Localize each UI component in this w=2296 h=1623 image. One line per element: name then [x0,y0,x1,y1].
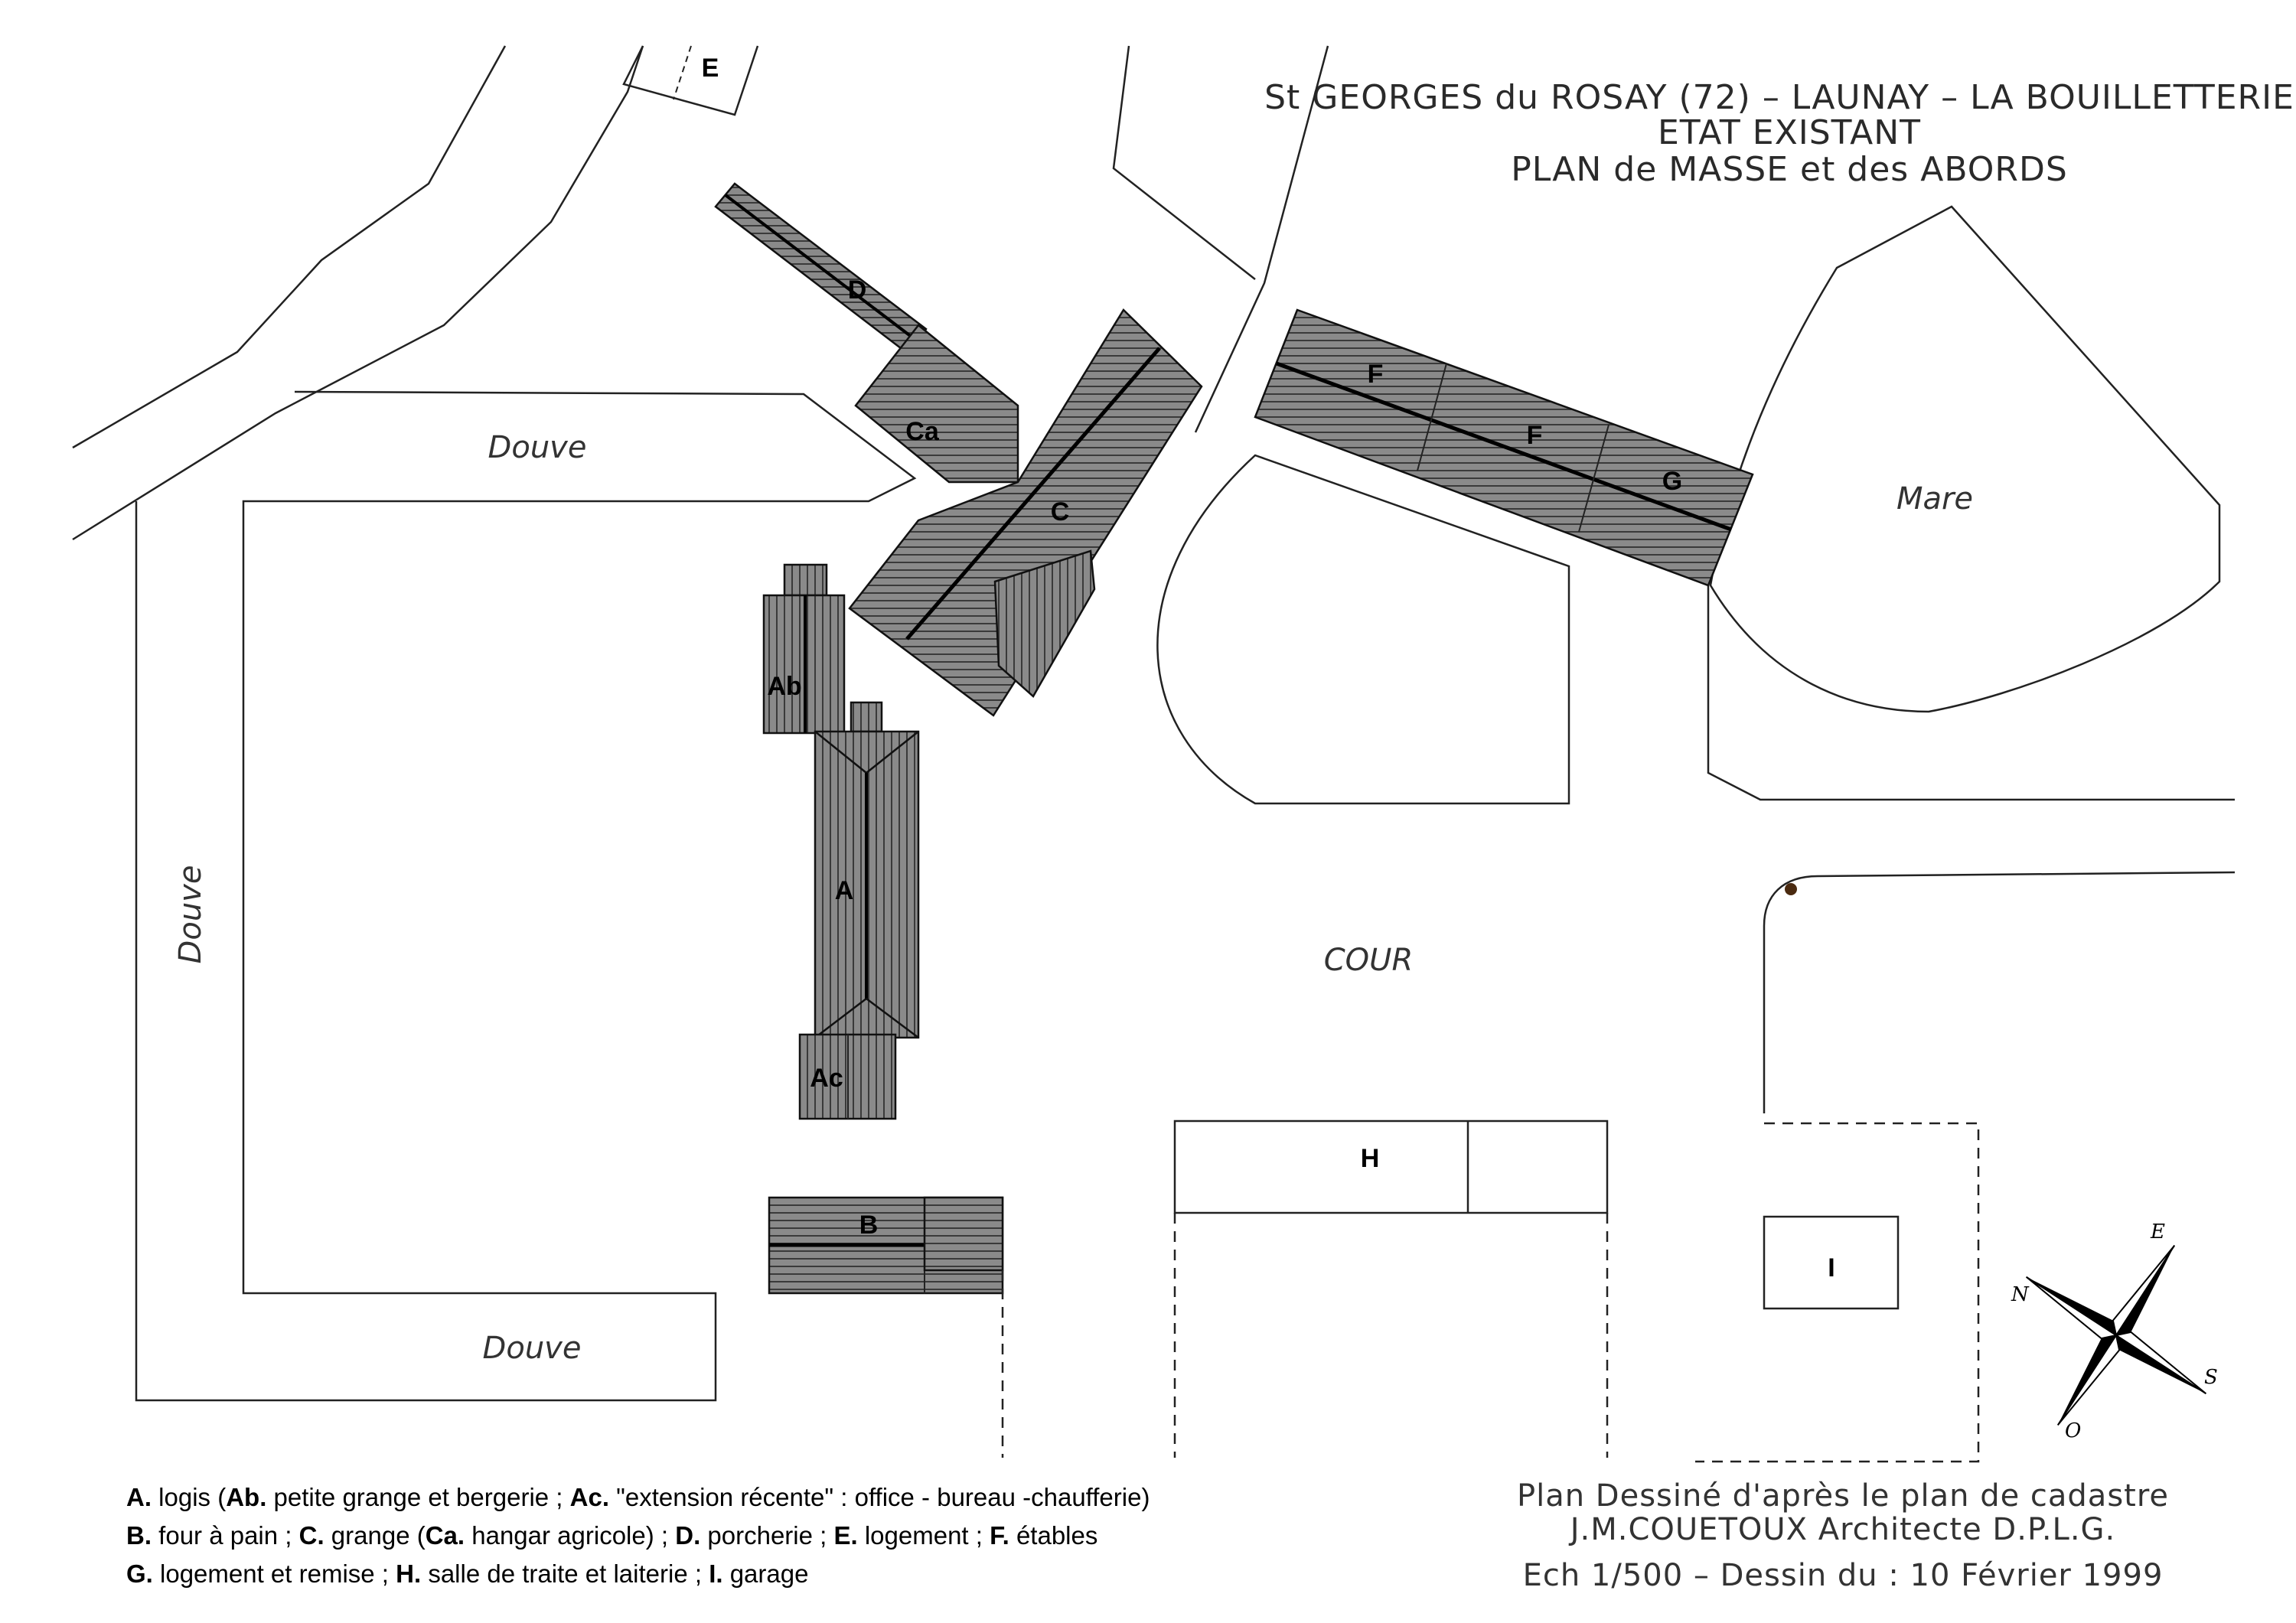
legend-key: D. [675,1521,701,1550]
building-b-label: B [859,1211,879,1240]
building-f2-label: F [1527,421,1543,450]
building-c-label: C [1051,497,1070,526]
building-ab: Ab [762,563,846,735]
road-edges [72,45,644,541]
legend-key: B. [126,1521,152,1550]
compass-e: E [2150,1221,2165,1243]
legend-key: G. [126,1559,153,1588]
north-lane [1112,45,1329,433]
title-block: St GEORGES du ROSAY (72) – LAUNAY – LA B… [1264,78,2294,189]
douve-top-label: Douve [488,430,587,465]
legend-key: C. [298,1521,325,1550]
legend-text: "extension récente" : office - bureau -c… [609,1483,1150,1511]
building-d-label: D [848,275,867,305]
compass-n: N [2011,1283,2030,1306]
title-line-3: PLAN de MASSE et des ABORDS [1511,150,2068,189]
compass-s: S [2204,1366,2218,1389]
mare-pond [1709,205,2221,713]
legend-text: porcherie ; [700,1521,834,1550]
building-a-label: A [835,876,854,905]
building-i-label: I [1828,1253,1835,1282]
building-e: E [622,45,759,116]
mare-label: Mare [1896,481,1973,517]
legend-text: four à pain ; [152,1521,299,1550]
legend-row-1: A. logis (Ab. petite grange et bergerie … [126,1478,1427,1517]
building-i: I [1695,1122,1980,1463]
title-line-2: ETAT EXISTANT [1658,113,1921,152]
building-ac-label: Ac [810,1064,843,1093]
legend-text: garage [722,1559,809,1588]
legend: A. logis (Ab. petite grange et bergerie … [126,1478,1427,1593]
cour-label: COUR [1324,943,1413,978]
legend-text: logis ( [152,1483,227,1511]
credits-block: Plan Dessiné d'après le plan de cadastre… [1517,1478,2169,1593]
tree-marker [1785,883,1797,895]
building-ca-label: Ca [905,417,940,446]
legend-key: I. [709,1559,723,1588]
credit-line-3: Ech 1/500 – Dessin du : 10 Février 1999 [1523,1558,2164,1593]
east-road-edges [1707,585,2236,1113]
building-ab-label: Ab [767,672,801,701]
legend-text: étables [1009,1521,1098,1550]
credit-line-1: Plan Dessiné d'après le plan de cadastre [1517,1478,2169,1514]
building-h-label: H [1361,1144,1380,1173]
douve-left-label: Douve [173,865,208,964]
compass-rose [2025,1244,2207,1426]
douve-moat [135,390,917,1402]
credit-line-2: J.M.COUETOUX Architecte D.P.L.G. [1568,1512,2116,1547]
building-ca: Ca [854,324,1019,484]
legend-key: Ac. [569,1483,609,1511]
title-line-1: St GEORGES du ROSAY (72) – LAUNAY – LA B… [1264,78,2294,117]
building-a: A [814,701,920,1039]
legend-text: logement ; [857,1521,990,1550]
garden-island [1156,454,1570,805]
legend-row-3: G. logement et remise ; H. salle de trai… [126,1555,1427,1593]
legend-text: salle de traite et laiterie ; [421,1559,709,1588]
douve-bottom-label: Douve [483,1331,582,1366]
building-d: D [714,182,928,357]
legend-key: Ab. [226,1483,267,1511]
building-e-label: E [702,54,719,83]
legend-text: petite grange et bergerie ; [266,1483,570,1511]
legend-key: F. [990,1521,1009,1550]
legend-row-2: B. four à pain ; C. grange (Ca. hangar a… [126,1517,1427,1555]
building-c: C [848,308,1203,717]
building-f1-label: F [1368,360,1384,389]
building-ac: Ac [798,1033,897,1120]
building-g-label: G [1662,467,1682,496]
legend-key: A. [126,1483,152,1511]
compass-o: O [2065,1419,2081,1442]
building-h: H [1173,1119,1609,1458]
legend-key: Ca. [425,1521,465,1550]
building-fg: F F G [1254,308,1754,587]
building-b: B [768,1196,1004,1458]
legend-text: logement et remise ; [152,1559,396,1588]
legend-key: H. [396,1559,422,1588]
legend-text: grange ( [324,1521,426,1550]
legend-text: hangar agricole) ; [465,1521,676,1550]
legend-key: E. [833,1521,858,1550]
